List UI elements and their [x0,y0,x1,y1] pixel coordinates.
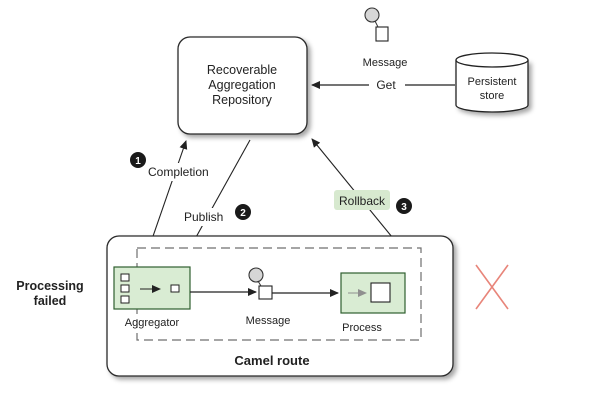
message-envelope-icon [364,7,389,42]
repository-node: Recoverable Aggregation Repository [177,36,308,135]
completion-label-bg [147,163,217,181]
completion-badge-number: 1 [135,156,141,167]
publish-label-bg [182,208,232,226]
x-mark-icon [475,264,509,310]
publish-badge [235,204,251,220]
status-label-line-2: failed [34,294,67,308]
repository-label-line-1: Recoverable [207,63,277,77]
repository-label-line-2: Aggregation [208,78,275,92]
rollback-badge-number: 3 [401,202,407,213]
store-label-line-1: Persistent [468,76,517,88]
publish-label: Publish [184,210,223,224]
process-node [340,272,406,314]
completion-label: Completion [148,165,209,179]
rollback-label: Rollback [339,194,386,208]
completion-badge [130,152,146,168]
aggregator-node [113,266,191,310]
publish-badge-number: 2 [240,208,246,219]
route-message-label: Message [246,315,291,327]
aggregator-label: Aggregator [125,317,180,329]
store-label-line-2: store [480,90,504,102]
process-label: Process [342,322,382,334]
rollback-badge [396,198,412,214]
camel-route-title: Camel route [234,353,309,368]
get-label: Get [376,78,396,92]
top-message-label: Message [363,57,408,69]
get-label-bg [369,76,405,93]
status-label-line-1: Processing [16,279,83,293]
database-cylinder-icon: Persistent store [455,52,529,113]
rollback-label-bg [334,190,390,210]
repository-label-line-3: Repository [212,93,272,107]
route-message-envelope-icon [248,267,273,300]
